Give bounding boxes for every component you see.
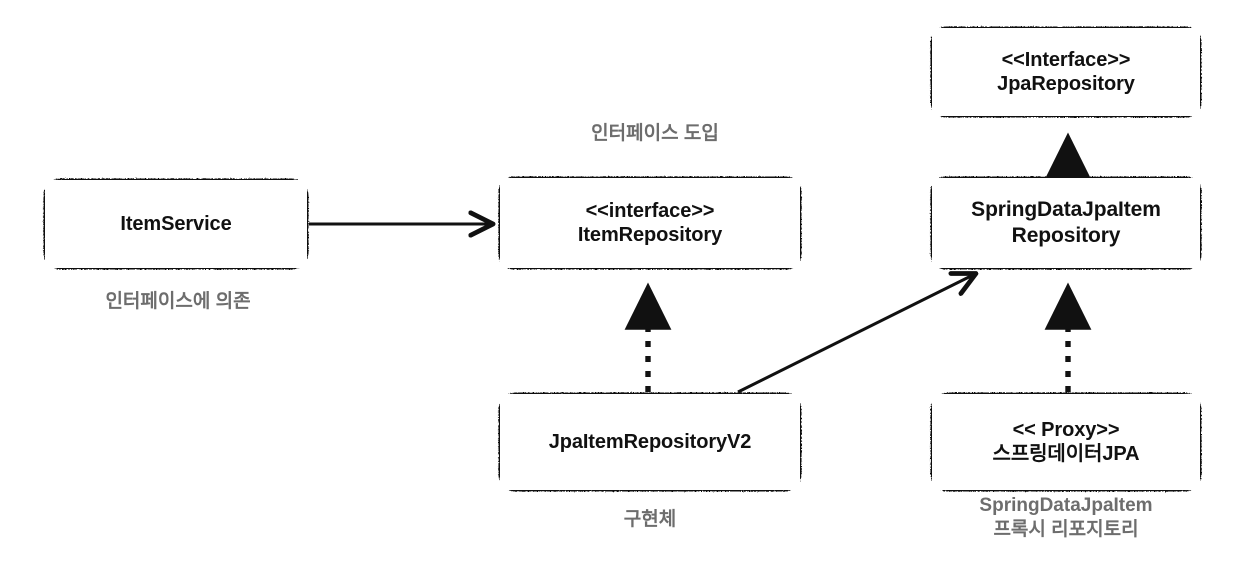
caption-interface-adoption-text: 인터페이스 도입 [591, 123, 719, 144]
node-jpa-item-repository-v2[interactable]: JpaItemRepositoryV2 [500, 394, 800, 490]
node-proxy-line2: 스프링데이터JPA [992, 443, 1140, 465]
node-item-repository-line1: <<interface>> [585, 199, 715, 222]
edge-jpa-item-v2-to-spring-data-repository [737, 274, 975, 394]
caption-depends-on-interface-text: 인터페이스에 의존 [105, 291, 251, 312]
caption-proxy-repository-line1: SpringDataJpaItem [979, 495, 1153, 516]
node-proxy-line1: << Proxy>> [1012, 418, 1120, 441]
caption-proxy-repository: SpringDataJpaItem 프록시 리포지토리 [930, 494, 1202, 541]
node-spring-data-jpa-item-repository[interactable]: SpringDataJpaItem Repository [932, 178, 1200, 268]
caption-implementation-text: 구현체 [623, 509, 677, 530]
node-jpa-repository[interactable]: <<Interface>> JpaRepository [932, 28, 1200, 116]
node-item-service[interactable]: ItemService [45, 180, 307, 268]
caption-proxy-repository-line2: 프록시 리포지토리 [993, 518, 1139, 540]
caption-interface-adoption: 인터페이스 도입 [520, 122, 790, 146]
node-proxy[interactable]: << Proxy>> 스프링데이터JPA [932, 394, 1200, 490]
node-item-repository-line2: ItemRepository [577, 224, 723, 246]
node-item-repository[interactable]: <<interface>> ItemRepository [500, 178, 800, 268]
caption-depends-on-interface: 인터페이스에 의존 [58, 290, 298, 314]
node-spring-data-jpa-item-repository-line2: Repository [1011, 224, 1121, 247]
node-jpa-repository-line1: <<Interface>> [1001, 48, 1131, 71]
node-jpa-repository-line2: JpaRepository [997, 73, 1135, 95]
node-item-service-line1: ItemService [120, 212, 232, 235]
node-spring-data-jpa-item-repository-line1: SpringDataJpaItem [971, 198, 1161, 222]
node-jpa-item-repository-v2-line1: JpaItemRepositoryV2 [548, 430, 752, 453]
caption-implementation: 구현체 [540, 508, 760, 532]
